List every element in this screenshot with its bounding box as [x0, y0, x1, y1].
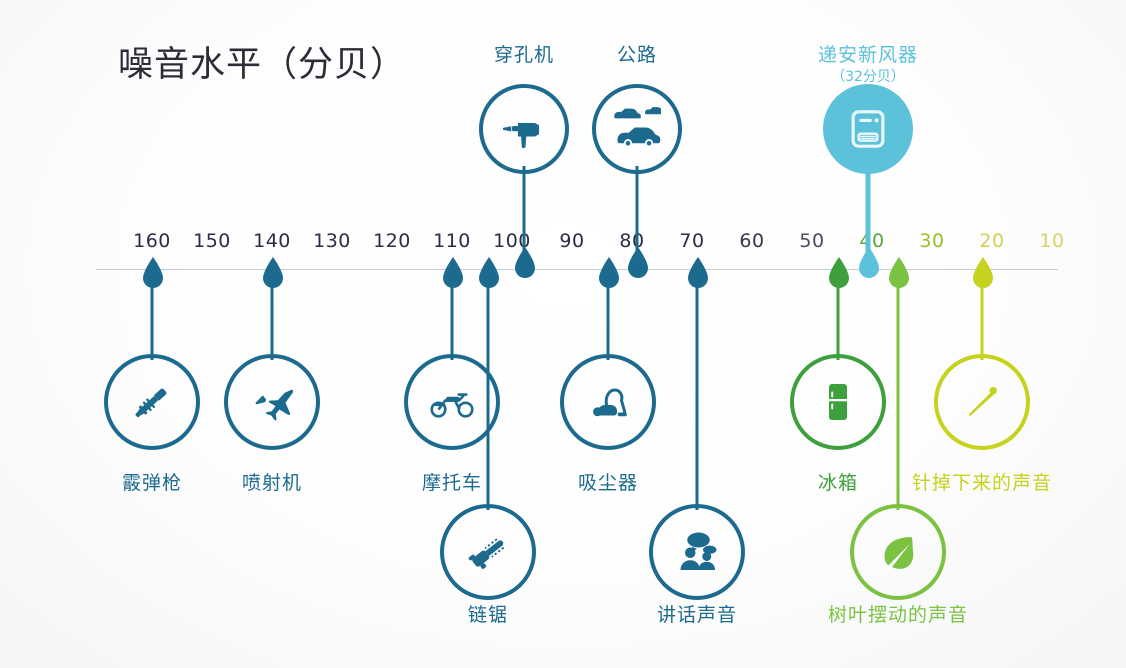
axis-tick-90: 90	[559, 230, 585, 252]
axis-pin-fridge	[826, 257, 850, 289]
icon-circle-motorcycle[interactable]	[404, 354, 500, 450]
marker-stem	[865, 166, 871, 269]
axis-pin-chainsaw	[476, 257, 500, 289]
item-label-leaves: 树叶摆动的声音	[827, 604, 969, 626]
icon-circle-pindrop[interactable]	[934, 354, 1030, 450]
motorcycle-icon	[428, 378, 476, 426]
icon-circle-drill[interactable]	[479, 84, 569, 174]
icon-circle-chainsaw[interactable]	[440, 504, 536, 600]
icon-circle-vacuum[interactable]	[560, 354, 656, 450]
axis-tick-60: 60	[739, 230, 765, 252]
vacuum-icon	[584, 378, 632, 426]
marker-stem	[836, 269, 840, 360]
item-label-chainsaw: 链锯	[467, 604, 509, 626]
axis-tick-150: 150	[193, 230, 231, 252]
icon-circle-jet[interactable]	[224, 354, 320, 450]
icon-circle-leaves[interactable]	[850, 504, 946, 600]
axis-pin-leaves	[886, 257, 910, 289]
item-label-speech: 讲话声音	[656, 604, 738, 626]
icon-circle-shotgun[interactable]	[104, 354, 200, 450]
leaf-icon	[874, 528, 922, 576]
chainsaw-icon	[464, 528, 512, 576]
axis-tick-30: 30	[919, 230, 945, 252]
marker-stem	[486, 269, 490, 510]
item-label-motorcycle: 摩托车	[421, 472, 483, 494]
marker-stem	[695, 269, 699, 510]
item-label-pindrop: 针掉下来的声音	[911, 472, 1053, 494]
axis-tick-20: 20	[979, 230, 1005, 252]
icon-circle-speech[interactable]	[649, 504, 745, 600]
axis-pin-shotgun	[140, 257, 164, 289]
axis-tick-100: 100	[493, 230, 531, 252]
jet-icon	[248, 378, 296, 426]
air-purifier-icon	[843, 104, 893, 154]
axis-tick-10: 10	[1039, 230, 1065, 252]
item-label-road: 公路	[616, 44, 658, 66]
refrigerator-icon	[814, 378, 862, 426]
item-label-fridge: 冰箱	[817, 472, 859, 494]
axis-pin-purifier	[856, 247, 880, 279]
axis-pin-speech	[685, 257, 709, 289]
marker-stem	[522, 166, 526, 269]
marker-stem	[270, 269, 274, 360]
item-label-vacuum: 吸尘器	[577, 472, 639, 494]
item-label-jet: 喷射机	[241, 472, 303, 494]
marker-stem	[606, 269, 610, 360]
axis-tick-50: 50	[799, 230, 825, 252]
icon-circle-purifier[interactable]	[823, 84, 913, 174]
axis-tick-130: 130	[313, 230, 351, 252]
shotgun-icon	[128, 378, 176, 426]
axis-pin-pindrop	[970, 257, 994, 289]
axis-pin-vacuum	[596, 257, 620, 289]
item-label-shotgun: 霰弹枪	[121, 472, 183, 494]
marker-stem	[150, 269, 154, 360]
drill-icon	[500, 105, 548, 153]
item-sublabel-purifier: （32分贝）	[831, 69, 905, 85]
axis-tick-110: 110	[433, 230, 471, 252]
axis-tick-160: 160	[133, 230, 171, 252]
item-label-drill: 穿孔机	[493, 44, 555, 66]
marker-stem	[450, 269, 454, 360]
icon-circle-fridge[interactable]	[790, 354, 886, 450]
axis-tick-140: 140	[253, 230, 291, 252]
cars-icon	[613, 105, 661, 153]
axis-pin-jet	[260, 257, 284, 289]
axis-tick-120: 120	[373, 230, 411, 252]
marker-stem	[896, 269, 900, 510]
marker-stem	[635, 166, 639, 269]
axis-pin-road	[625, 247, 649, 279]
axis-tick-70: 70	[679, 230, 705, 252]
axis-pin-motorcycle	[440, 257, 464, 289]
icon-circle-road[interactable]	[592, 84, 682, 174]
item-label-purifier: 递安新风器	[817, 44, 919, 66]
people-talking-icon	[673, 528, 721, 576]
page-title: 噪音水平（分贝）	[118, 45, 407, 85]
axis-pin-drill	[512, 247, 536, 279]
pin-needle-icon	[958, 378, 1006, 426]
marker-stem	[980, 269, 984, 360]
decibel-axis-line	[96, 269, 1058, 270]
